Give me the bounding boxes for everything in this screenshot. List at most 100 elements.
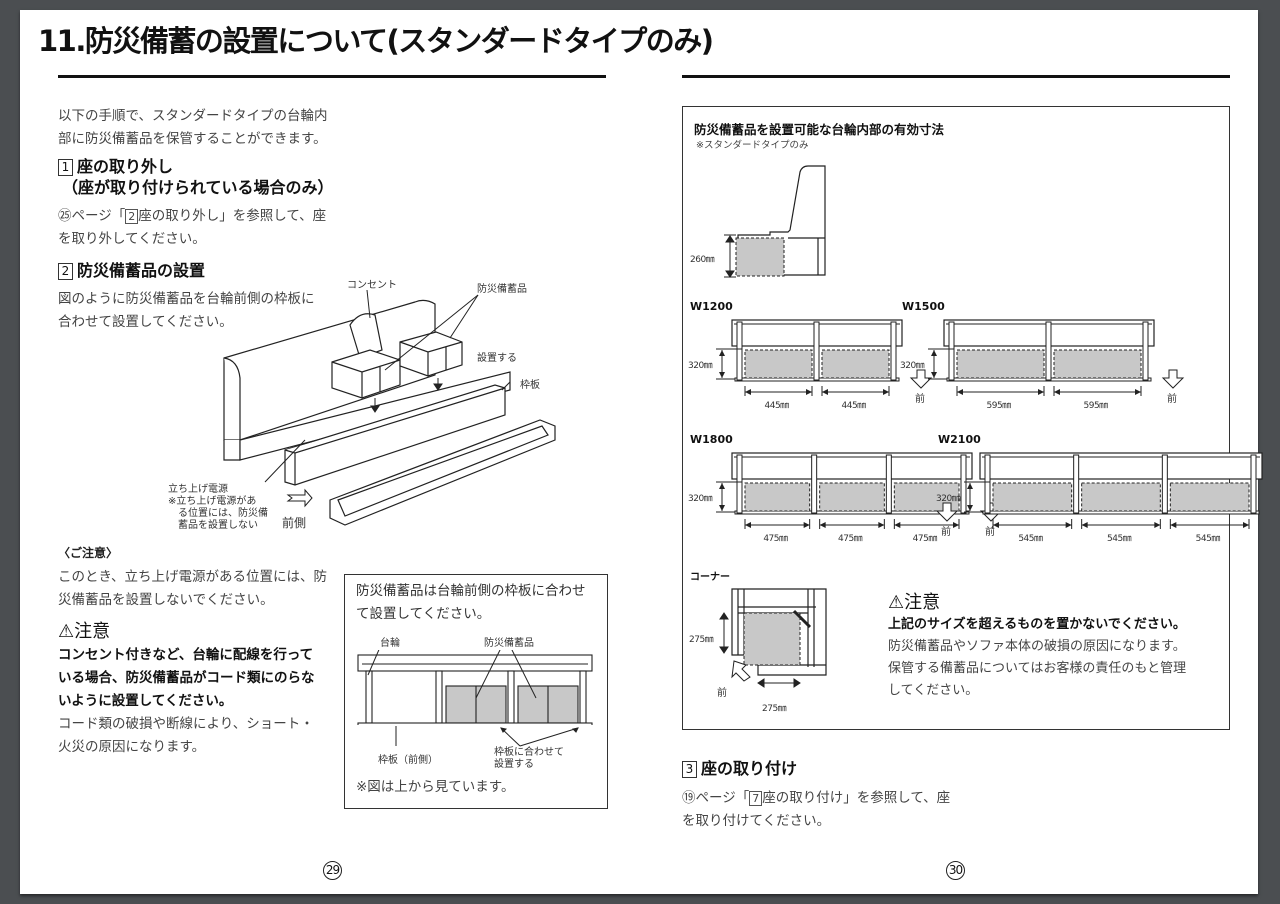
model-plan-diagram xyxy=(935,452,1263,529)
width-dimension-label: 545㎜ xyxy=(1018,534,1043,544)
model-plan-diagram xyxy=(716,319,933,396)
frame-board xyxy=(284,384,506,486)
storage-area xyxy=(819,482,885,512)
dimensions-subtitle: ※スタンダードタイプのみ xyxy=(696,140,809,151)
support-post xyxy=(1073,454,1080,514)
dimension-arrow xyxy=(931,372,937,378)
dimension-arrow xyxy=(822,389,828,395)
label-base: 台輪 xyxy=(380,638,400,649)
support-post xyxy=(960,454,967,514)
label-supplies: 防災備蓄品 xyxy=(477,284,527,295)
dimension-arrow xyxy=(967,483,973,489)
storage-area xyxy=(744,482,811,512)
support-post xyxy=(736,321,743,381)
page-number-right: 30 xyxy=(946,861,965,880)
seat-lid xyxy=(329,419,556,526)
title-rule xyxy=(58,75,606,78)
dimension-arrow xyxy=(719,350,725,356)
storage-area xyxy=(821,349,890,379)
dimension-arrow xyxy=(1154,522,1161,528)
corner-depth-label: 275㎜ xyxy=(689,635,714,645)
dimensions-title: 防災備蓄品を設置可能な台輪内部の有効寸法 xyxy=(694,122,945,137)
width-dimension-label: 545㎜ xyxy=(1107,534,1132,544)
dimension-arrow xyxy=(745,389,751,395)
support-post xyxy=(885,454,892,514)
support-post xyxy=(1142,321,1149,381)
label-front-board: 枠板（前側） xyxy=(378,755,438,766)
front-arrow-icon xyxy=(935,502,959,522)
corner-label: コーナー xyxy=(690,572,730,583)
corner-width-label: 275㎜ xyxy=(762,704,787,714)
width-dimension-label: 445㎜ xyxy=(764,401,790,411)
storage-area xyxy=(744,349,813,379)
support-post xyxy=(813,321,820,381)
side-view-diagram xyxy=(724,165,826,278)
support-post xyxy=(890,321,897,381)
step2-number: 2 xyxy=(58,263,73,280)
notice-heading: 〈ご注意〉 xyxy=(58,546,119,560)
width-dimension-label: 545㎜ xyxy=(1195,534,1221,544)
topview-box xyxy=(344,574,608,809)
topview-diagram xyxy=(357,650,593,725)
label-frame-board: 枠板 xyxy=(520,380,540,391)
storage-area xyxy=(956,349,1045,379)
sofa-back xyxy=(223,299,436,441)
dimension-arrow xyxy=(931,350,937,356)
dimension-arrow xyxy=(1243,522,1249,528)
storage-area xyxy=(1169,482,1250,512)
support-post xyxy=(1250,454,1257,514)
model-name: W1200 xyxy=(690,300,733,313)
right-title-rule xyxy=(682,75,1230,78)
caution-body: コンセント付きなど、台輪に配線を行って いる場合、防災備蓄品がコード類にのらな … xyxy=(58,647,315,755)
topview-text: 防災備蓄品は台輪前側の枠板に合わせ て設置してください。 xyxy=(356,583,586,622)
dimension-arrow xyxy=(967,505,973,511)
support-post xyxy=(811,454,818,514)
dimension-arrow xyxy=(719,372,725,378)
page-number-left: 29 xyxy=(323,861,342,880)
notice-body: このとき、立ち上げ電源がある位置には、防 災備蓄品を設置しないでください。 xyxy=(58,569,328,608)
step3-number: 3 xyxy=(682,761,697,778)
support-post xyxy=(1161,454,1168,514)
dimension-arrow xyxy=(1054,389,1060,395)
label-front-side: 前側 xyxy=(282,516,307,530)
step1-number: 1 xyxy=(58,159,73,176)
front-arrow-icon xyxy=(286,488,313,508)
dimensions-box xyxy=(682,106,1230,730)
front-label: 前 xyxy=(941,527,951,538)
front-arrow-icon xyxy=(1161,369,1185,389)
width-dimension-label: 445㎜ xyxy=(841,401,867,411)
intro-text: 以下の手順で、スタンダードタイプの台輪内 部に防災備蓄品を保管することができます… xyxy=(58,108,328,147)
dimension-arrow xyxy=(993,522,999,528)
right-caution-body: 上記のサイズを超えるものを置かないでください。 防災備蓄品やソファ本体の破損の原… xyxy=(888,617,1187,698)
width-dimension-label: 595㎜ xyxy=(986,401,1012,411)
dimension-arrow xyxy=(894,522,901,528)
front-arrow-icon xyxy=(731,660,751,682)
width-dimension-label: 595㎜ xyxy=(1083,401,1109,411)
dimension-arrow xyxy=(1135,389,1141,395)
height-dimension-label: 320㎜ xyxy=(900,361,925,371)
model-plan-diagram xyxy=(716,452,1003,529)
dimension-arrow xyxy=(957,389,963,395)
label-power-riser: 立ち上げ電源 ※立ち上げ電源があ る位置には、防災備 蓄品を設置しない xyxy=(168,484,268,531)
model-plan-diagram xyxy=(928,319,1185,396)
model-name: W2100 xyxy=(938,433,981,446)
height-dimension-label: 320㎜ xyxy=(688,494,713,504)
label-align: 枠板に合わせて 設置する xyxy=(494,747,564,770)
corner-front-label: 前 xyxy=(717,688,727,699)
outlet-strip xyxy=(349,313,383,359)
front-arrow-icon xyxy=(909,369,933,389)
front-label: 前 xyxy=(1167,394,1177,405)
model-name: W1800 xyxy=(690,433,733,446)
dimension-arrow xyxy=(878,522,885,528)
width-dimension-label: 475㎜ xyxy=(838,534,863,544)
height-dimension-label: 320㎜ xyxy=(936,494,961,504)
right-caution-heading: ⚠注意 xyxy=(888,592,941,613)
dimension-arrow xyxy=(803,522,810,528)
support-post xyxy=(984,454,991,514)
label-install: 設置する xyxy=(477,353,517,364)
label-outlet: コンセント xyxy=(347,280,397,291)
front-label: 前 xyxy=(915,394,925,405)
dimension-arrow xyxy=(1038,389,1044,395)
